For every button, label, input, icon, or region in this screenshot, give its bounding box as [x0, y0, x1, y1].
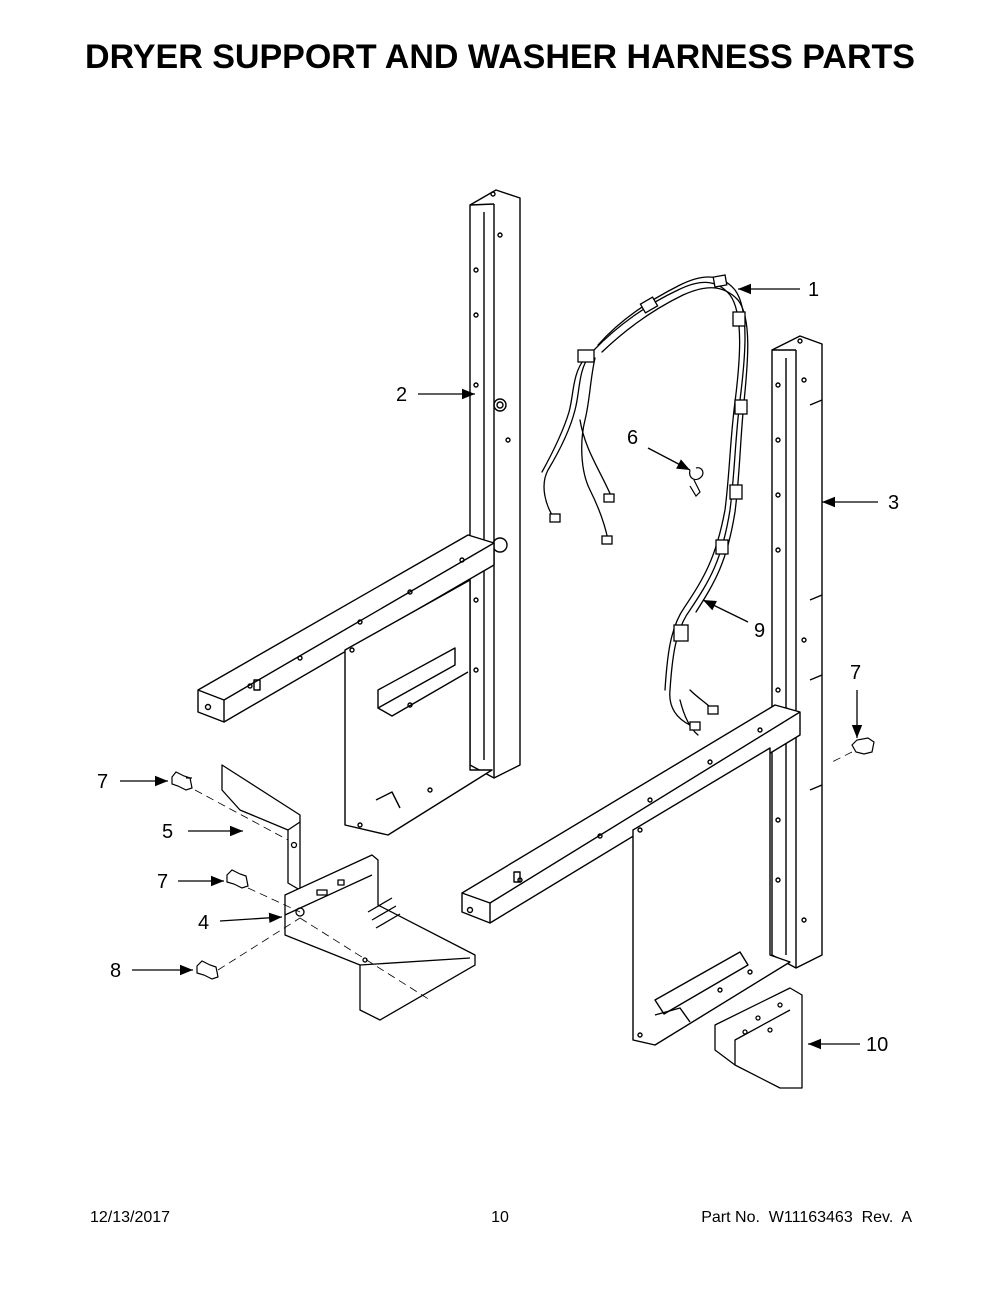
callout-8: 8 — [110, 960, 121, 982]
callout-1: 1 — [808, 279, 819, 301]
callout-7-right: 7 — [850, 662, 861, 684]
callout-leaders — [120, 283, 878, 1050]
callout-10: 10 — [866, 1034, 888, 1056]
right-foot-bracket — [714, 987, 803, 1089]
dryer-support-left-post — [197, 189, 521, 836]
screw-icon — [196, 960, 219, 980]
footer-date: 12/13/2017 — [90, 1209, 171, 1226]
footer-part-number: Part No. W11163463 Rev. A — [701, 1209, 912, 1226]
callout-9: 9 — [754, 620, 765, 642]
callout-5: 5 — [162, 821, 173, 843]
callout-2: 2 — [396, 384, 407, 406]
harness-clip — [689, 467, 704, 497]
screw-icon — [171, 771, 193, 791]
callout-7-upper-left: 7 — [97, 771, 108, 793]
lower-mounting-bracket — [284, 854, 476, 1021]
washer-wire-harness — [541, 274, 749, 736]
callout-4: 4 — [198, 912, 209, 934]
callout-7-middle-left: 7 — [157, 871, 168, 893]
bracket-plate — [221, 764, 301, 891]
callout-6: 6 — [627, 427, 638, 449]
callout-3: 3 — [888, 492, 899, 514]
screw-icon — [226, 869, 249, 889]
dryer-support-right-post — [461, 335, 823, 1046]
assembly-guide-lines — [194, 751, 853, 1001]
footer-page-number: 10 — [491, 1209, 509, 1226]
page-title: DRYER SUPPORT AND WASHER HARNESS PARTS — [85, 38, 915, 76]
screw-icon — [851, 737, 875, 755]
